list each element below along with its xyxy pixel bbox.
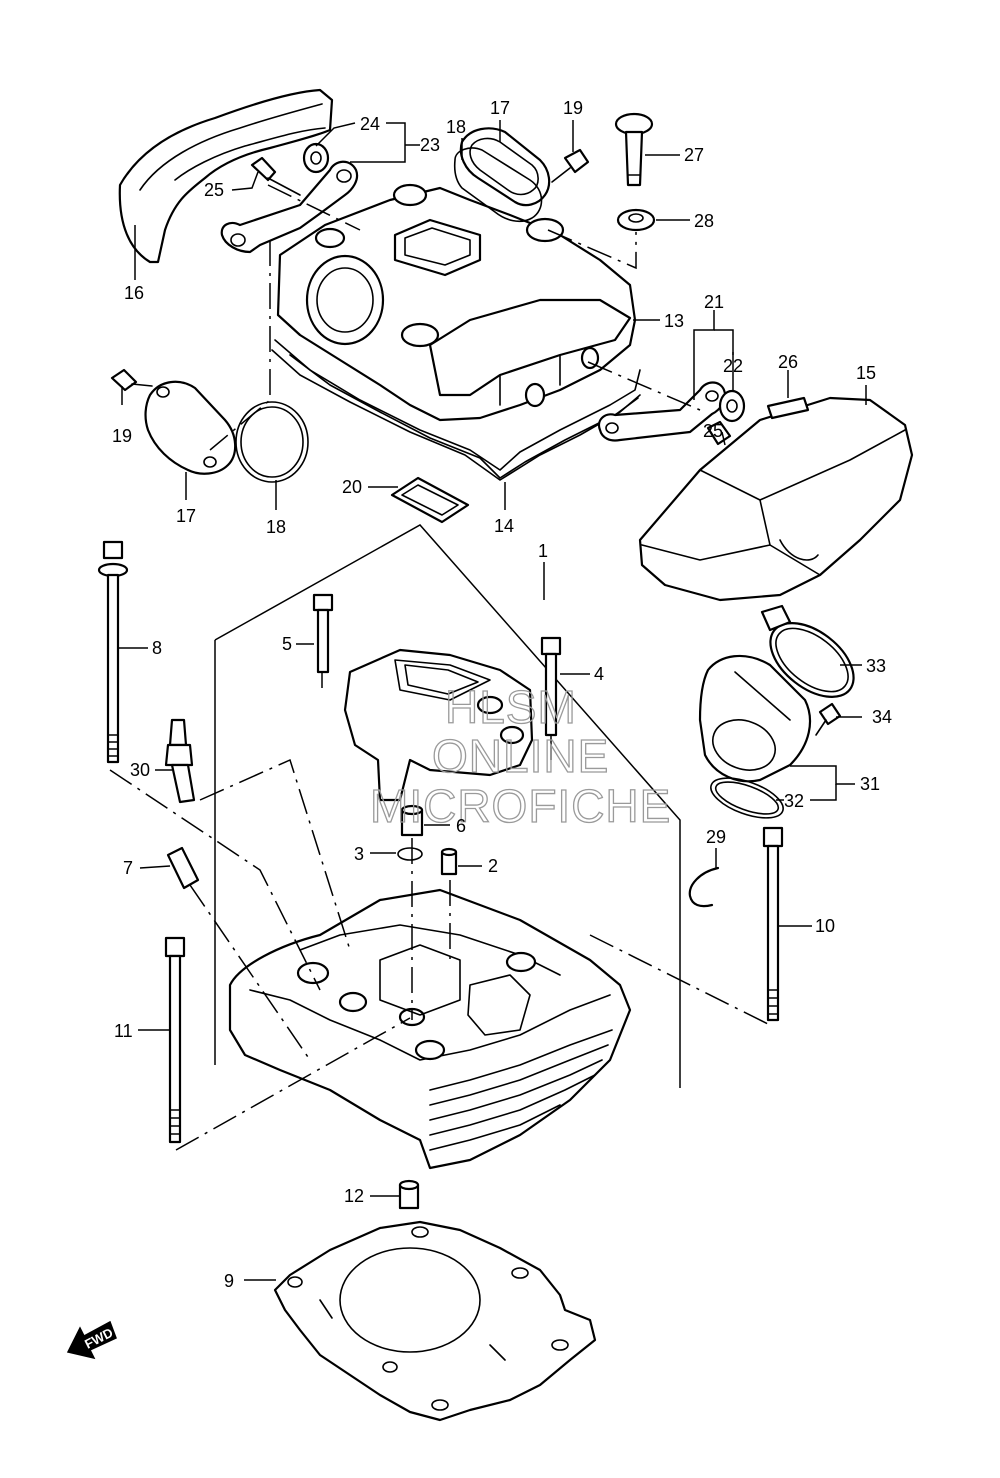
gasket-20 xyxy=(390,476,470,524)
callout-27: 27 xyxy=(684,145,704,165)
callout-14: 14 xyxy=(494,516,514,536)
o-ring-18-lower xyxy=(235,401,309,483)
screw-34 xyxy=(815,702,842,736)
callout-18-upper: 18 xyxy=(446,117,466,137)
bolt-27 xyxy=(614,112,654,187)
callout-23: 23 xyxy=(420,135,440,155)
callout-labels: 1 2 3 4 5 6 7 8 9 10 11 12 13 14 15 16 1… xyxy=(112,98,892,1291)
bolt-25-upper xyxy=(250,156,301,196)
watermark-line-2: ONLINE xyxy=(432,730,609,782)
callout-16: 16 xyxy=(124,283,144,303)
o-ring-3 xyxy=(397,847,423,861)
callout-17-lower: 17 xyxy=(176,506,196,526)
callout-2: 2 xyxy=(488,856,498,876)
bolt-19-lower xyxy=(110,368,153,392)
callout-20: 20 xyxy=(342,477,362,497)
callout-25-upper: 25 xyxy=(204,180,224,200)
alignment-lines xyxy=(109,184,771,1151)
callout-19-lower: 19 xyxy=(112,426,132,446)
clip-29 xyxy=(688,866,720,908)
fwd-arrow: FWD xyxy=(66,1320,117,1360)
callout-3: 3 xyxy=(354,844,364,864)
cam-holder xyxy=(343,648,534,802)
watermark-line-1: HLSM xyxy=(445,681,577,733)
tappet-cover-17-lower xyxy=(144,380,237,475)
washer-28 xyxy=(616,208,656,232)
spark-plug-30 xyxy=(164,718,196,804)
heat-shield-16 xyxy=(118,88,334,264)
cylinder-head-cover-13 xyxy=(274,183,641,479)
head-gasket-9 xyxy=(273,1220,597,1422)
bolt-19-upper xyxy=(551,148,590,183)
callout-34: 34 xyxy=(872,707,892,727)
callout-5: 5 xyxy=(282,634,292,654)
clamp-33 xyxy=(760,604,855,698)
callout-13: 13 xyxy=(664,311,684,331)
bolt-5 xyxy=(312,593,334,674)
o-ring-32 xyxy=(710,777,784,819)
callout-1: 1 xyxy=(538,541,548,561)
callout-19-upper: 19 xyxy=(563,98,583,118)
stud-7 xyxy=(166,846,200,890)
leader-lines xyxy=(118,120,867,1281)
label-26 xyxy=(766,396,810,420)
intake-pipe-31 xyxy=(698,654,812,783)
callout-8: 8 xyxy=(152,638,162,658)
dowel-6 xyxy=(400,804,424,837)
callout-22: 22 xyxy=(723,356,743,376)
callout-4: 4 xyxy=(594,664,604,684)
stud-bolt-8 xyxy=(97,540,129,764)
callout-33: 33 xyxy=(866,656,886,676)
callout-26: 26 xyxy=(778,352,798,372)
bolt-10 xyxy=(762,826,784,1022)
callout-24: 24 xyxy=(360,114,380,134)
callout-30: 30 xyxy=(130,760,150,780)
bolt-4 xyxy=(540,636,562,737)
watermark: HLSM ONLINE MICROFICHE xyxy=(369,680,671,832)
callout-21: 21 xyxy=(704,292,724,312)
callout-10: 10 xyxy=(815,916,835,936)
callout-12: 12 xyxy=(344,1186,364,1206)
callout-6: 6 xyxy=(456,816,466,836)
callout-29: 29 xyxy=(706,827,726,847)
callout-17-upper: 17 xyxy=(490,98,510,118)
callout-7: 7 xyxy=(123,858,133,878)
gasket-17-upper xyxy=(459,127,551,207)
callout-25-lower: 25 xyxy=(703,421,723,441)
bolt-25-lower xyxy=(706,420,732,446)
bracket-23 xyxy=(220,142,359,254)
rubber-22 xyxy=(718,389,746,423)
cylinder-head-1 xyxy=(228,888,632,1170)
dowel-2 xyxy=(440,847,458,876)
callout-18-lower: 18 xyxy=(266,517,286,537)
callout-32: 32 xyxy=(784,791,804,811)
dowel-12 xyxy=(398,1179,420,1210)
callout-11: 11 xyxy=(114,1021,133,1041)
watermark-line-3: MICROFICHE xyxy=(370,780,671,832)
callout-31: 31 xyxy=(860,774,880,794)
callout-9: 9 xyxy=(224,1271,234,1291)
fwd-label: FWD xyxy=(82,1325,115,1352)
callout-15: 15 xyxy=(856,363,876,383)
callout-28: 28 xyxy=(694,211,714,231)
o-ring-18-upper xyxy=(453,147,543,223)
bolt-11 xyxy=(164,936,186,1144)
